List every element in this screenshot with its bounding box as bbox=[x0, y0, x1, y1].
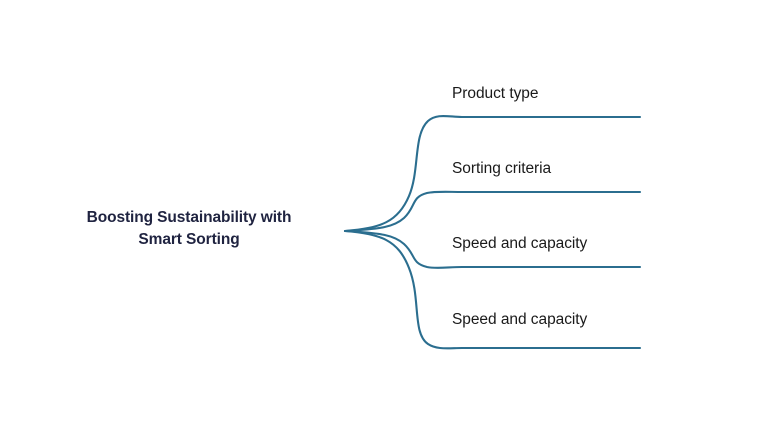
branch-connector-2 bbox=[343, 190, 642, 233]
central-topic-line-2: Smart Sorting bbox=[138, 231, 240, 248]
central-topic: Boosting Sustainability with Smart Sorti… bbox=[44, 207, 334, 251]
branch-label-3: Speed and capacity bbox=[452, 235, 588, 252]
branch-connector-4 bbox=[343, 229, 642, 350]
branch-label-4: Speed and capacity bbox=[452, 311, 588, 328]
branch-label-1: Product type bbox=[452, 85, 539, 102]
central-topic-line-1: Boosting Sustainability with bbox=[86, 209, 292, 226]
branch-label-2: Sorting criteria bbox=[452, 160, 552, 177]
branch-connector-1 bbox=[343, 114, 642, 233]
branch-connector-3 bbox=[343, 229, 642, 269]
